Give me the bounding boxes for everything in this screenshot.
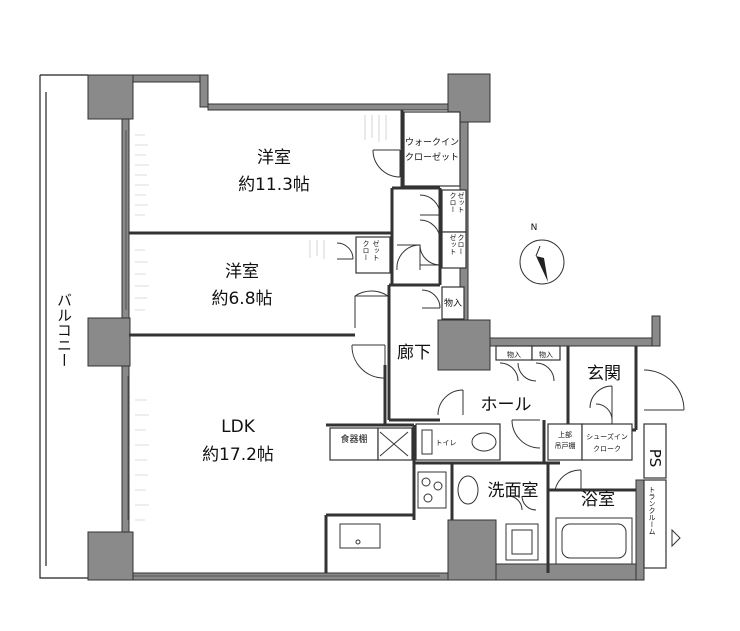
hall-label: ホール — [481, 395, 532, 415]
ps-label: PS — [646, 449, 664, 468]
western1-name: 洋室 — [257, 148, 291, 168]
wic-label-1: ウォークイン — [405, 137, 459, 148]
shoe-cloak-label-1: シューズイン — [586, 432, 628, 441]
western1-size: 約11.3帖 — [238, 175, 310, 195]
ldk-name: LDK — [221, 417, 256, 437]
toilet-label: トイレ — [436, 439, 457, 447]
compass-needle-icon — [536, 256, 548, 282]
ldk-size: 約17.2帖 — [202, 445, 274, 465]
balcony-label: バルコニー — [55, 293, 73, 368]
labels: 洋室 約11.3帖 洋室 約6.8帖 LDK 約17.2帖 廊下 ホール 玄関 … — [55, 137, 664, 535]
wic-label-2: クローゼット — [405, 151, 459, 163]
closet-b-label-2: クロー — [457, 234, 465, 255]
monoire-1-label: 物入 — [444, 297, 462, 309]
closet-d-label: クロー — [362, 240, 370, 261]
upper-shelf-label-1: 上部 — [558, 430, 572, 439]
bathroom-label: 浴室 — [581, 490, 615, 510]
western2-size: 約6.8帖 — [211, 289, 272, 309]
monoire-2-label: 物入 — [507, 350, 521, 359]
closet-a-label-2: ゼット — [457, 191, 465, 213]
closet-a-label-1: クロー — [449, 192, 457, 213]
windows — [125, 130, 440, 577]
exterior-walls — [87, 73, 661, 581]
storage-boxes — [329, 111, 667, 569]
upper-shelf-label-2: 吊戸棚 — [555, 441, 576, 450]
monoire-3-label: 物入 — [539, 350, 553, 359]
compass-north-label: N — [531, 223, 538, 233]
interior-walls — [129, 110, 638, 573]
washroom-label: 洗面室 — [488, 481, 539, 501]
closet-b-label-1: ゼット — [449, 233, 457, 255]
doors — [336, 149, 685, 511]
entrance-label: 玄関 — [587, 364, 621, 384]
compass — [519, 239, 565, 285]
trunk-room-label: トランクルーム — [648, 486, 656, 535]
fixtures — [339, 429, 681, 565]
shoe-cloak-label-2: クローク — [593, 445, 621, 453]
closet-c-label: ゼット — [372, 239, 380, 261]
pantry-label: 食器棚 — [340, 433, 367, 445]
western2-name: 洋室 — [225, 262, 259, 282]
corridor-label: 廊下 — [397, 343, 431, 363]
balcony-outline — [39, 74, 88, 579]
window-hatching — [135, 115, 387, 521]
